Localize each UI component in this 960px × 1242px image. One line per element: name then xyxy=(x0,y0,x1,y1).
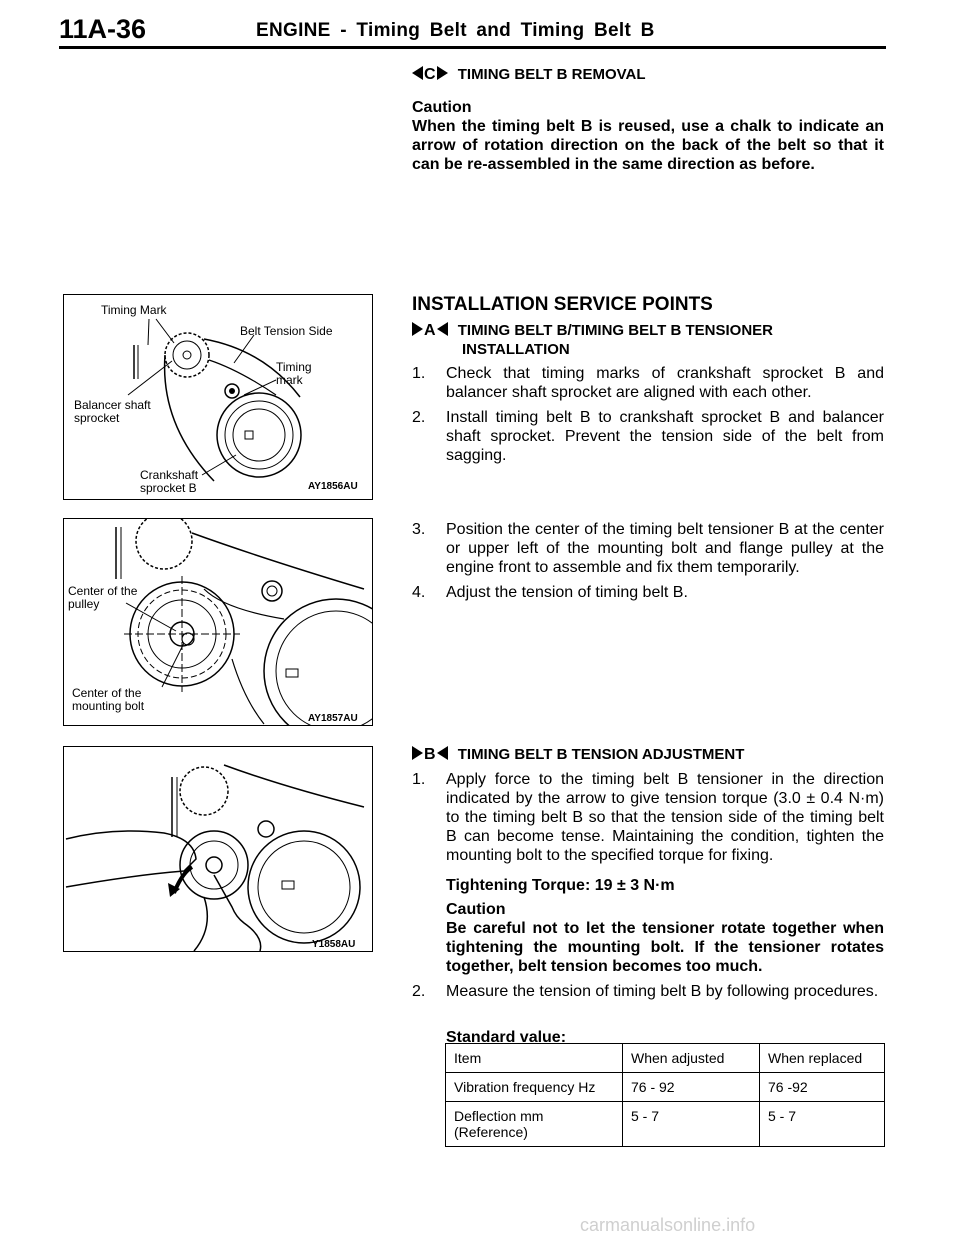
point-a-steps-1-2: 1.Check that timing marks of crankshaft … xyxy=(412,364,884,471)
point-b-caution-label: Caution xyxy=(446,901,506,918)
page-title: ENGINE - Timing Belt and Timing Belt B xyxy=(256,20,655,41)
figure-code: AY1856AU xyxy=(308,481,358,492)
label-crankshaft: Crankshaft sprocket B xyxy=(140,468,199,495)
label-center-bolt: Center of the mounting bolt xyxy=(72,686,145,713)
table-row: Vibration frequency Hz 76 - 92 76 -92 xyxy=(445,1072,885,1102)
triangle-left-icon xyxy=(412,66,423,80)
table-header-row: Item When adjusted When replaced xyxy=(445,1043,885,1073)
timing-belt-diagram xyxy=(127,318,302,482)
label-balancer-shaft: Balancer shaft sprocket xyxy=(74,398,151,425)
figure-code: AY1857AU xyxy=(308,713,358,724)
header-rule xyxy=(59,46,886,49)
point-a-letter: A xyxy=(424,322,436,339)
table-cell: 5 - 7 xyxy=(759,1101,885,1147)
list-item: 4.Adjust the tension of timing belt B. xyxy=(412,584,688,601)
removal-caution-text: When the timing belt B is reused, use a … xyxy=(412,118,884,173)
triangle-right-icon xyxy=(412,746,423,760)
removal-caution-label: Caution xyxy=(412,99,472,116)
label-timing-mark: Timing Mark xyxy=(101,303,167,317)
label-belt-tension-side: Belt Tension Side xyxy=(240,324,333,338)
table-cell: 76 -92 xyxy=(759,1072,885,1102)
list-item: 3.Position the center of the timing belt… xyxy=(412,521,884,576)
table-cell: Vibration frequency Hz xyxy=(445,1072,623,1102)
tensioner-diagram xyxy=(115,519,372,725)
table-cell: 5 - 7 xyxy=(622,1101,760,1147)
standard-value-label: Standard value: xyxy=(446,1029,567,1046)
point-b-step-2: 2.Measure the tension of timing belt B b… xyxy=(412,982,884,1007)
list-item: 1.Check that timing marks of crankshaft … xyxy=(412,365,884,401)
figure-tensioner-center: Center of the pulley Center of the mount… xyxy=(63,518,373,726)
point-b-heading-text: TIMING BELT B TENSION ADJUSTMENT xyxy=(457,746,745,763)
label-timing-mark-small: Timing mark xyxy=(276,360,312,387)
watermark: carmanualsonline.info xyxy=(580,1215,756,1235)
removal-heading: C TIMING BELT B REMOVAL xyxy=(412,66,646,84)
triangle-right-icon xyxy=(412,322,423,336)
tightening-torque: Tightening Torque: 19 ± 3 N·m xyxy=(446,877,675,894)
point-a-heading-line2: INSTALLATION xyxy=(462,341,570,358)
page-number: 11A-36 xyxy=(59,14,147,44)
list-item: 2.Install timing belt B to crankshaft sp… xyxy=(412,409,884,464)
table-header-cell: When adjusted xyxy=(622,1043,760,1073)
spec-table: Item When adjusted When replaced Vibrati… xyxy=(445,1043,885,1147)
point-a-steps-3-4: 3.Position the center of the timing belt… xyxy=(412,520,884,608)
point-b-heading: B TIMING BELT B TENSION ADJUSTMENT xyxy=(412,746,744,764)
point-b-step-1: 1.Apply force to the timing belt B tensi… xyxy=(412,770,884,871)
point-b-caution-text: Be careful not to let the tensioner rota… xyxy=(446,920,884,975)
wrench-diagram xyxy=(65,764,365,951)
table-cell: 76 - 92 xyxy=(622,1072,760,1102)
figure-code: Y1858AU xyxy=(312,939,356,950)
triangle-right-icon xyxy=(436,66,448,80)
table-header-cell: Item xyxy=(445,1043,623,1073)
point-a-heading-line1: TIMING BELT B/TIMING BELT B TENSIONER xyxy=(457,322,773,339)
point-a-heading: A TIMING BELT B/TIMING BELT B TENSIONER xyxy=(412,322,773,340)
figure-timing-marks: Timing Mark Belt Tension Side Timing mar… xyxy=(63,294,373,500)
triangle-left-icon xyxy=(436,322,448,336)
point-b-letter: B xyxy=(424,746,436,763)
table-row: Deflection mm (Reference) 5 - 7 5 - 7 xyxy=(445,1101,885,1147)
table-cell: Deflection mm (Reference) xyxy=(445,1101,623,1147)
removal-letter: C xyxy=(424,66,436,83)
label-center-pulley: Center of the pulley xyxy=(68,584,138,611)
table-header-cell: When replaced xyxy=(759,1043,885,1073)
installation-title: INSTALLATION SERVICE POINTS xyxy=(412,294,713,315)
list-item: 2.Measure the tension of timing belt B b… xyxy=(412,983,879,1000)
figure-tension-adjustment: Y1858AU xyxy=(63,746,373,952)
triangle-left-icon xyxy=(436,746,448,760)
removal-heading-text: TIMING BELT B REMOVAL xyxy=(457,66,646,83)
list-item: 1.Apply force to the timing belt B tensi… xyxy=(412,771,884,864)
